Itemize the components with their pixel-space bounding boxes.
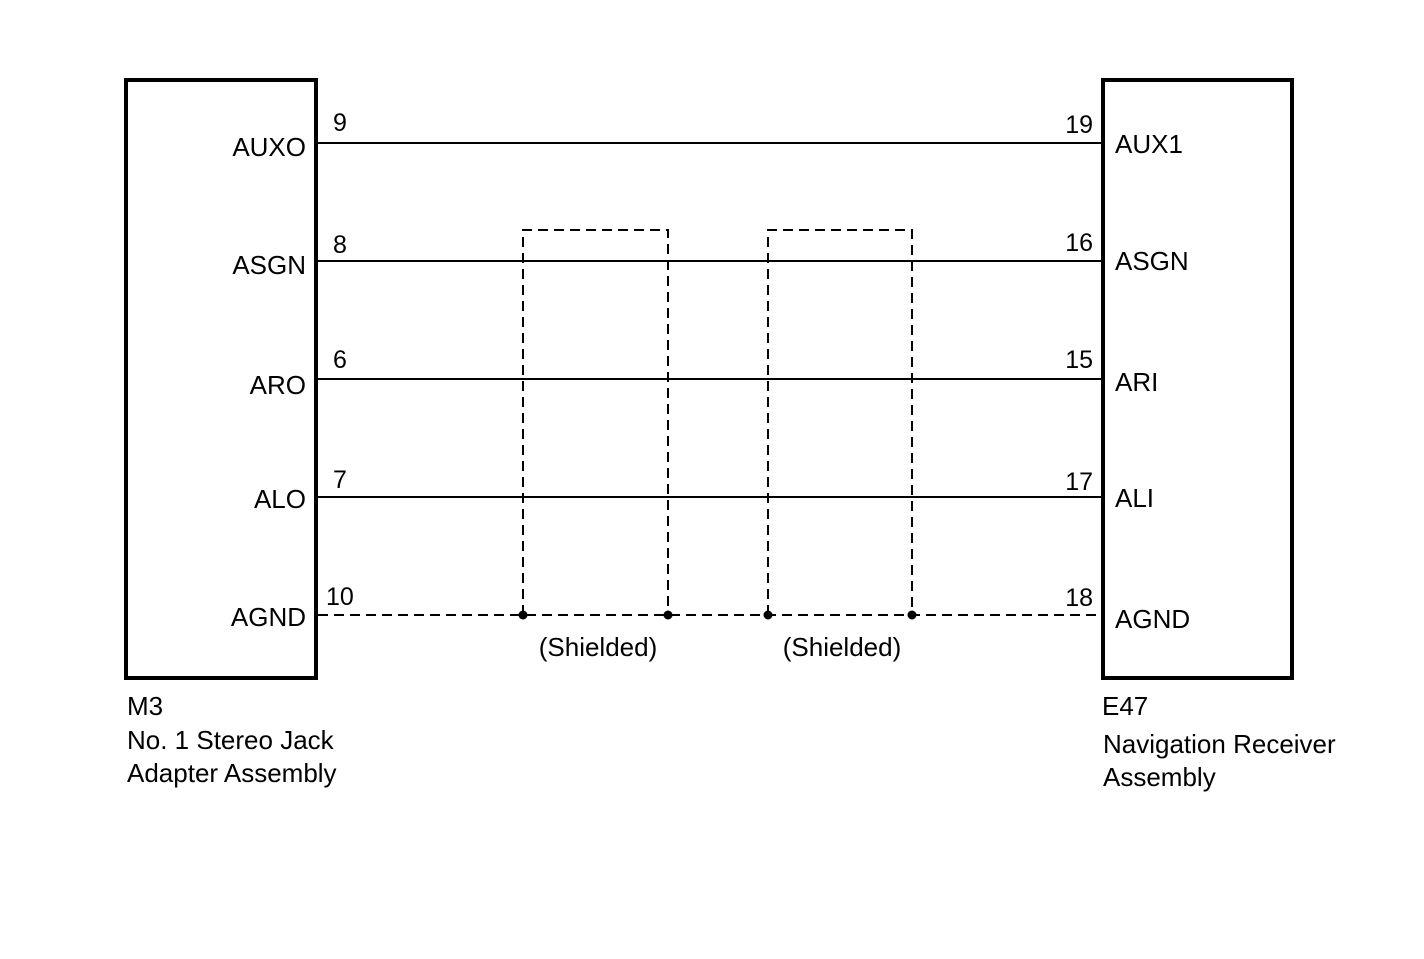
left-connector-name-line1: No. 1 Stereo Jack (127, 725, 335, 755)
left-connector-name-line2: Adapter Assembly (127, 758, 337, 788)
right-pin-number: 18 (1065, 584, 1093, 612)
shield-2-junction-right (907, 610, 917, 620)
left-pin-number: 8 (333, 231, 347, 259)
left-pin-number: 9 (333, 109, 347, 137)
left-terminal-label: AGND (231, 602, 306, 632)
right-pin-number: 19 (1065, 111, 1093, 139)
shield-2-junction-left (763, 610, 773, 620)
right-connector-code: E47 (1102, 691, 1148, 721)
shield-2-label: (Shielded) (783, 632, 902, 662)
right-terminal-label: ASGN (1115, 246, 1189, 276)
right-terminal-label: ALI (1115, 483, 1154, 513)
shield-1-junction-left (518, 610, 528, 620)
left-pin-number: 7 (333, 466, 347, 494)
right-pin-number: 15 (1065, 346, 1093, 374)
right-connector-name-line2: Assembly (1103, 762, 1216, 792)
left-connector-box (124, 78, 318, 680)
right-connector-name-line1: Navigation Receiver (1103, 729, 1336, 759)
left-connector-code: M3 (127, 691, 163, 721)
left-pin-number: 6 (333, 346, 347, 374)
left-terminal-label: AUXO (232, 132, 306, 162)
right-terminal-label: ARI (1115, 367, 1158, 397)
right-pin-number: 16 (1065, 229, 1093, 257)
right-terminal-label: AUX1 (1115, 129, 1183, 159)
right-connector-box (1101, 78, 1294, 680)
left-pin-number: 10 (326, 583, 354, 611)
left-terminal-label: ARO (250, 370, 306, 400)
shield-1-outline (522, 229, 669, 615)
left-terminal-label: ASGN (232, 250, 306, 280)
shield-1-junction-right (663, 610, 673, 620)
right-pin-number: 17 (1065, 468, 1093, 496)
shield-2-outline (767, 229, 913, 615)
shield-1-label: (Shielded) (539, 632, 658, 662)
right-terminal-label: AGND (1115, 604, 1190, 634)
left-terminal-label: ALO (254, 484, 306, 514)
